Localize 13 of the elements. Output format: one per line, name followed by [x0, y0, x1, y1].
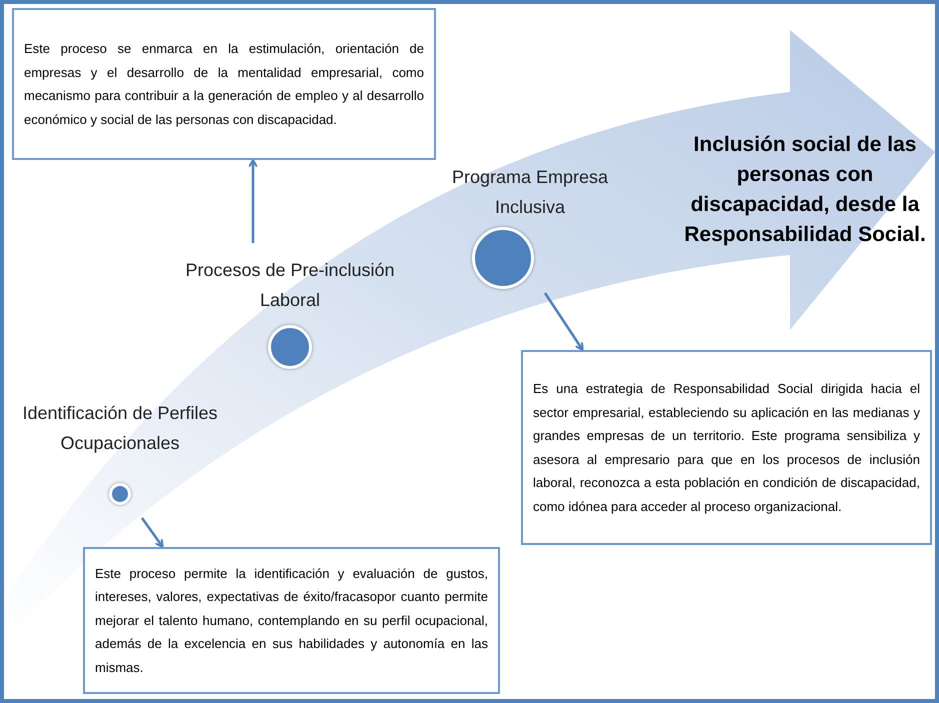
description-box [521, 350, 932, 545]
arrow [140, 517, 164, 548]
arrow [544, 292, 584, 351]
description-box [12, 8, 436, 160]
stage-label: Programa Empresa Inclusiva [450, 166, 610, 219]
arrow [248, 159, 258, 243]
title: Inclusión social de las personas con discapacidad, desde la Responsabilidad Social. [683, 132, 927, 248]
description-text: Es una estrategia de Responsabilidad Social dirigida hacia el sector empresarial, estableciendo su aplicación en las medianas y grandes empresas de un territorio. Este programa sensibiliza y asesora al empresario para que en los procesos de inclusión laboral, reconozca a esta población en condición de discapacidad, como idónea para acceder al proceso organizacional. [533, 380, 920, 516]
stage-label: Procesos de Pre-inclusión Laboral [184, 259, 396, 312]
description-text: Este proceso se enmarca en la estimulación, orientación de empresas y el desarrollo de la mentalidad empresarial, como mecanismo para contribuir a la generación de empleo y al desarrollo económico y social de las personas con discapacidad. [24, 40, 424, 129]
description-box [83, 547, 500, 694]
stage-label: Identificación de Perfiles Ocupacionales [21, 402, 219, 455]
description-text: Este proceso permite la identificación y evaluación de gustos, intereses, valores, expectativas de éxito/fracasopor cuanto permite mejorar el talento humano, contemplando en su perfil ocupacional, además de la excelencia en sus habilidades y autonomía en las mismas. [95, 564, 488, 677]
